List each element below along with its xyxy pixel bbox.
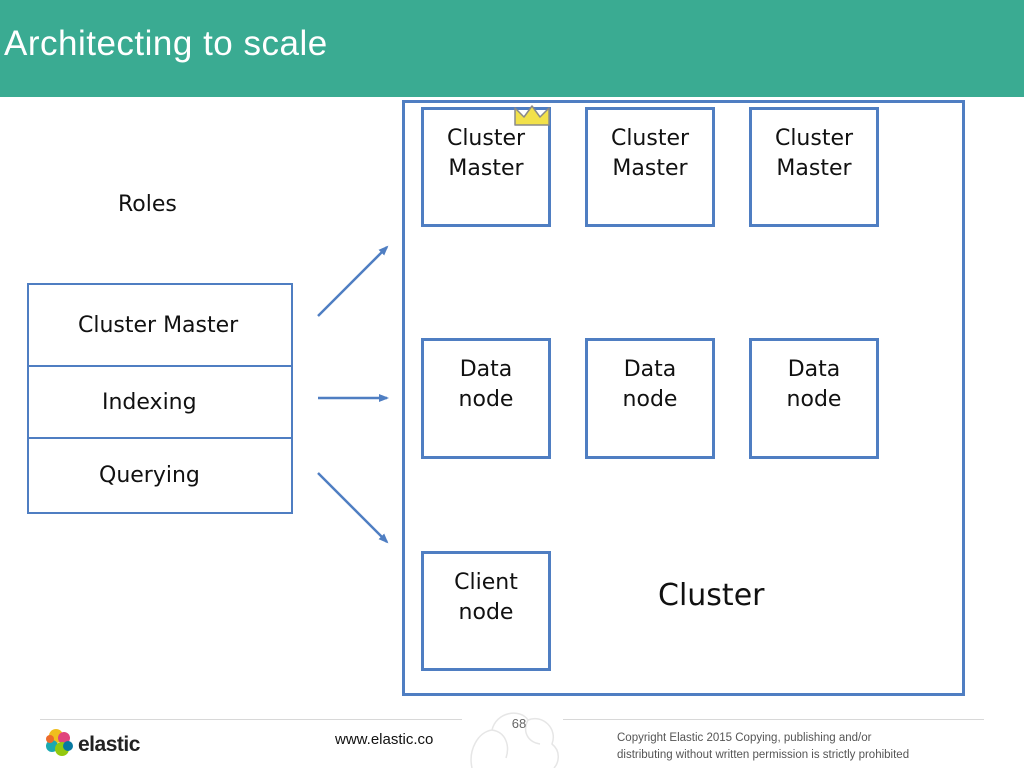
node-line-1: Data (787, 357, 841, 382)
role-indexing: Indexing (29, 365, 291, 437)
arrow-to-client (317, 472, 389, 544)
footer-divider-left (40, 719, 462, 720)
node-line-2: Master (448, 156, 524, 181)
role-cluster-master: Cluster Master (78, 312, 239, 338)
master-node-1: Cluster Master (421, 107, 551, 227)
roles-stack: Cluster Master Indexing Querying (27, 283, 293, 514)
node-line-2: node (458, 600, 514, 625)
page-number: 68 (511, 716, 527, 731)
cluster-label: Cluster (658, 578, 765, 613)
arrow-to-masters (317, 245, 389, 317)
node-line-1: Cluster (610, 126, 690, 151)
data-node-3: Data node (749, 338, 879, 459)
copyright-line-2: distributing without written permission … (617, 749, 910, 761)
data-node-2: Data node (585, 338, 715, 459)
footer-divider-right (563, 719, 984, 720)
node-line-2: node (458, 387, 514, 412)
node-line-1: Cluster (446, 126, 526, 151)
node-line-1: Client (454, 570, 518, 595)
client-node: Client node (421, 551, 551, 671)
node-line-2: node (622, 387, 678, 412)
node-line-2: Master (776, 156, 852, 181)
cluster-box (402, 100, 965, 696)
node-line-1: Data (623, 357, 677, 382)
data-node-1: Data node (421, 338, 551, 459)
slide-title: Architecting to scale (4, 24, 328, 63)
node-line-2: Master (612, 156, 688, 181)
node-line-1: Data (459, 357, 513, 382)
copyright-notice: Copyright Elastic 2015 Copying, publishi… (617, 730, 937, 764)
footer-url[interactable]: www.elastic.co (335, 731, 434, 748)
page-number-badge-icon (470, 712, 559, 768)
master-node-3: Cluster Master (749, 107, 879, 227)
title-bar: Architecting to scale (0, 0, 1024, 97)
crown-icon (514, 105, 550, 126)
node-line-1: Cluster (774, 126, 854, 151)
brand-name: elastic (78, 733, 140, 756)
master-node-2: Cluster Master (585, 107, 715, 227)
role-querying: Querying (29, 437, 291, 512)
node-line-2: node (786, 387, 842, 412)
copyright-line-1: Copyright Elastic 2015 Copying, publishi… (617, 732, 872, 744)
roles-label: Roles (118, 192, 177, 217)
elastic-logo-icon (46, 729, 73, 756)
